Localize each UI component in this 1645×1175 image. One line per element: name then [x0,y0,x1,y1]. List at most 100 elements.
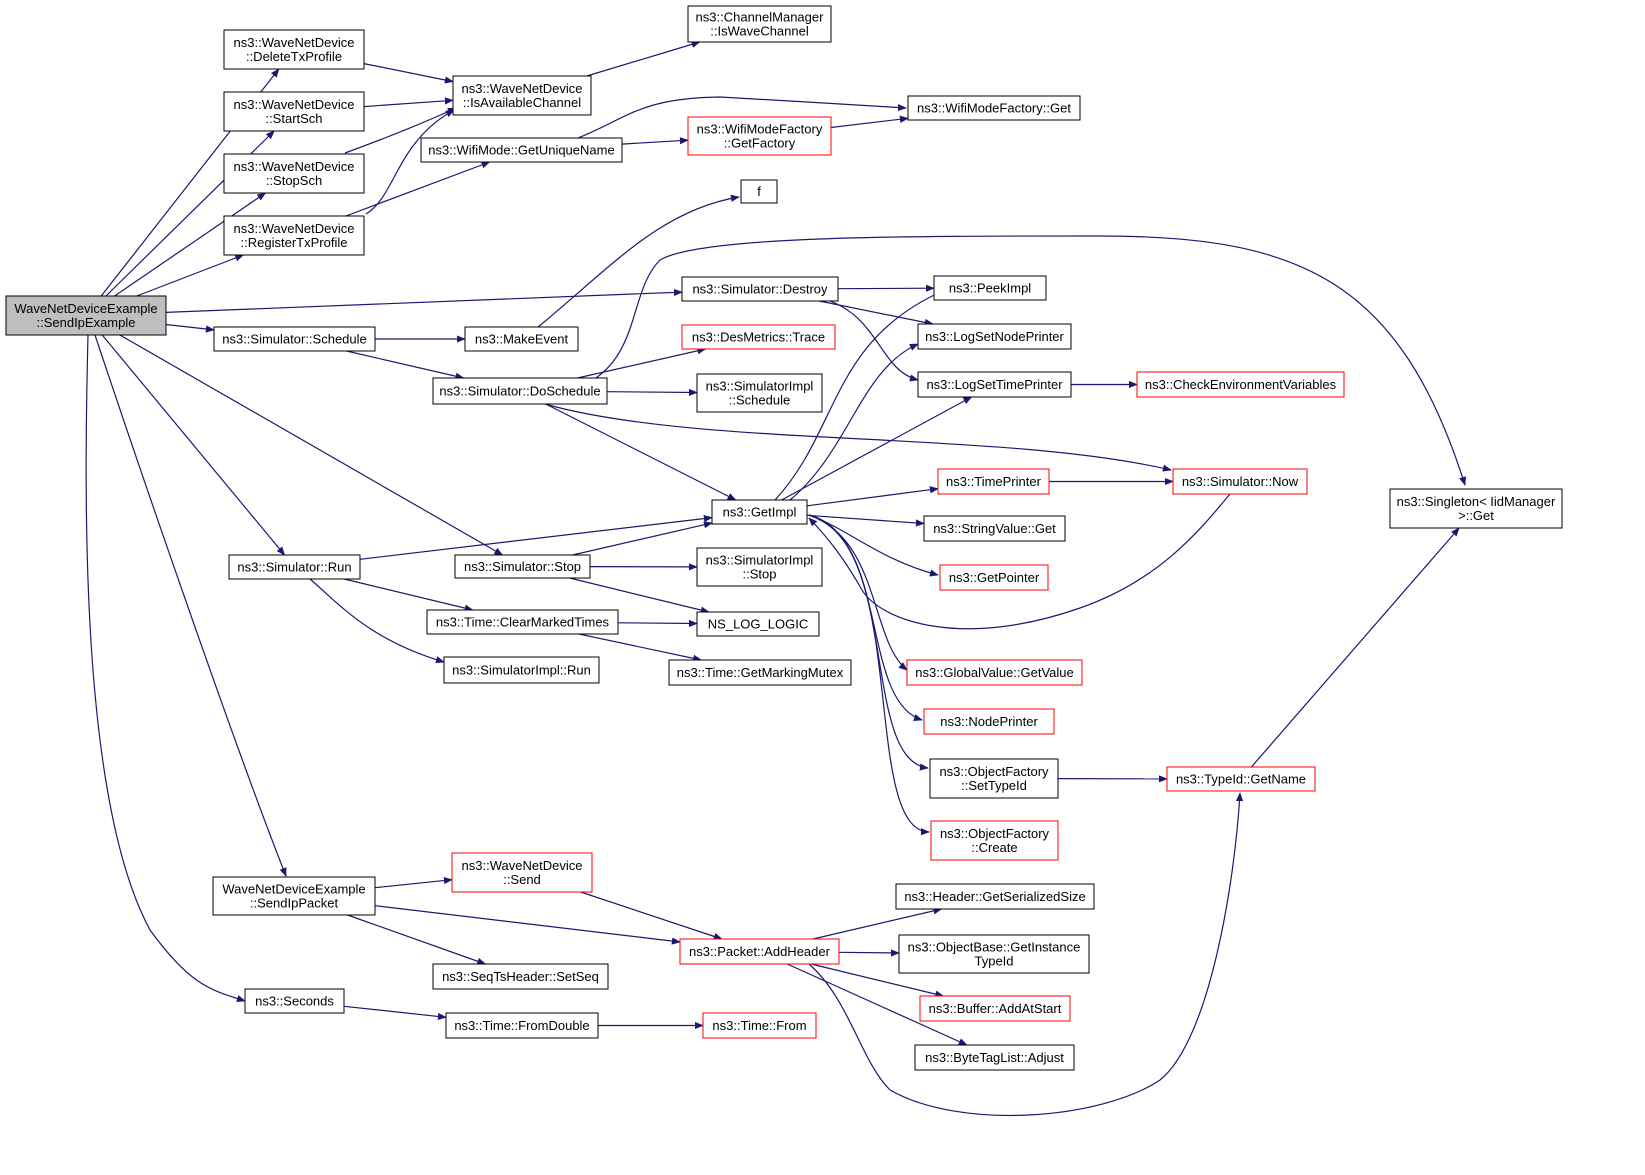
node-strGet[interactable]: ns3::StringValue::Get [923,515,1066,542]
node-f[interactable]: f [740,179,778,204]
node-label: ns3::WaveNetDevice [234,159,355,174]
node-checkEnv[interactable]: ns3::CheckEnvironmentVariables [1136,371,1345,398]
node-ofCreate[interactable]: ns3::ObjectFactory::Create [930,820,1059,861]
node-implSchedule[interactable]: ns3::SimulatorImpl::Schedule [696,373,823,413]
node-box [454,554,591,579]
node-label: ns3::Simulator::DoSchedule [439,384,600,399]
edge-simDestroy-to-logNode [819,300,934,326]
node-timeFrom[interactable]: ns3::Time::From [702,1012,817,1039]
edge-isAvail-to-chanMgr [586,40,701,77]
node-wmfGet[interactable]: ns3::WifiModeFactory::Get [907,95,1081,121]
node-btlAdjust[interactable]: ns3::ByteTagList::Adjust [914,1044,1075,1071]
edge-simNow-to-getImpl [808,493,1231,630]
node-implStop[interactable]: ns3::SimulatorImpl::Stop [696,547,823,587]
node-hdrSize[interactable]: ns3::Header::GetSerializedSize [895,883,1095,910]
node-box [679,938,840,965]
node-setSeq[interactable]: ns3::SeqTsHeader::SetSeq [432,963,609,990]
node-box [939,564,1049,591]
node-getPointer[interactable]: ns3::GetPointer [939,564,1049,591]
node-wmGetName[interactable]: ns3::WifiMode::GetUniqueName [420,137,623,163]
node-timePrinter[interactable]: ns3::TimePrinter [937,468,1050,495]
node-ofSetType[interactable]: ns3::ObjectFactory::SetTypeId [929,758,1059,799]
node-box [907,95,1081,121]
node-chanMgr[interactable]: ns3::ChannelManager::IsWaveChannel [687,5,832,43]
edge-doSchedule-to-desTrace [577,347,707,379]
node-typeGetName[interactable]: ns3::TypeId::GetName [1166,766,1316,792]
node-deleteTx[interactable]: ns3::WaveNetDevice::DeleteTxProfile [223,29,365,70]
node-markMutex[interactable]: ns3::Time::GetMarkingMutex [668,659,852,686]
node-label: ::Stop [743,567,777,582]
edge-addHeader-to-obGetInst [838,949,900,957]
edge-regTx-to-isAvail [365,109,455,215]
node-nsLog[interactable]: NS_LOG_LOGIC [696,611,820,637]
node-makeEvent[interactable]: ns3::MakeEvent [464,326,579,352]
node-simRun[interactable]: ns3::Simulator::Run [228,554,361,580]
node-getImpl[interactable]: ns3::GetImpl [711,499,808,525]
node-isAvail[interactable]: ns3::WaveNetDevice::IsAvailableChannel [452,75,592,116]
node-label: ::Schedule [729,393,790,408]
node-clearMarked[interactable]: ns3::Time::ClearMarkedTimes [426,609,619,635]
node-label: ns3::Simulator::Now [1182,474,1299,489]
node-logTime[interactable]: ns3::LogSetTimePrinter [917,371,1072,398]
edge-clearMarked-to-markMutex [578,633,703,662]
node-simNow[interactable]: ns3::Simulator::Now [1172,468,1308,495]
edge-seconds-to-fromDouble [343,1005,447,1021]
node-box [1136,371,1345,398]
node-stopSch[interactable]: ns3::WaveNetDevice::StopSch [223,153,365,194]
edge-deleteTx-to-isAvail [363,63,454,84]
edge-simDestroy-to-peekImpl [837,284,935,292]
node-label: ns3::SimulatorImpl::Run [452,663,591,678]
edge-simStop-to-getImpl [572,521,713,556]
node-seconds[interactable]: ns3::Seconds [244,988,345,1014]
node-label: ns3::LogSetNodePrinter [925,329,1064,344]
node-label: ns3::Simulator::Destroy [692,282,828,297]
node-label: ns3::ChannelManager [696,10,825,25]
node-label: TypeId [974,954,1013,969]
node-sendIpPacket[interactable]: WaveNetDeviceExample::SendIpPacket [212,876,376,916]
node-wndSend[interactable]: ns3::WaveNetDevice::Send [451,852,593,893]
edge-root-to-sendIpPacket [94,334,287,877]
node-simDestroy[interactable]: ns3::Simulator::Destroy [681,276,839,302]
node-root[interactable]: WaveNetDeviceExample::SendIpExample [5,295,167,336]
node-box [696,547,823,587]
edge-simRun-to-clearMarked [344,578,474,612]
node-nodePrinter[interactable]: ns3::NodePrinter [923,708,1055,735]
node-wmfFactory[interactable]: ns3::WifiModeFactory::GetFactory [687,116,832,156]
node-fromDouble[interactable]: ns3::Time::FromDouble [445,1012,599,1039]
node-box [426,609,619,635]
node-desTrace[interactable]: ns3::DesMetrics::Trace [681,324,836,350]
edge-clearMarked-to-nsLog [617,619,698,628]
node-simStop[interactable]: ns3::Simulator::Stop [454,554,591,579]
node-label: ns3::Simulator::Run [237,560,351,575]
edge-wmGetName-to-wmfFactory [621,137,689,145]
node-label: ns3::WaveNetDevice [234,221,355,236]
node-box [696,373,823,413]
node-label: ::RegisterTxProfile [241,235,348,250]
node-box [223,153,365,194]
node-peekImpl[interactable]: ns3::PeekImpl [933,275,1047,301]
node-label: ns3::TypeId::GetName [1176,772,1306,787]
node-doSchedule[interactable]: ns3::Simulator::DoSchedule [432,377,608,405]
node-implRun[interactable]: ns3::SimulatorImpl::Run [443,656,600,684]
node-logNode[interactable]: ns3::LogSetNodePrinter [917,323,1072,350]
node-simSchedule[interactable]: ns3::Simulator::Schedule [213,326,376,352]
node-label: ::StopSch [266,173,322,188]
node-regTx[interactable]: ns3::WaveNetDevice::RegisterTxProfile [223,215,365,256]
node-box [223,215,365,256]
node-startSch[interactable]: ns3::WaveNetDevice::StartSch [223,91,365,132]
node-singleton[interactable]: ns3::Singleton< IidManager>::Get [1389,488,1563,529]
node-label: ns3::WaveNetDevice [462,81,583,96]
node-label: ns3::Time::FromDouble [454,1018,589,1033]
node-box [432,963,609,990]
node-bufAdd[interactable]: ns3::Buffer::AddAtStart [919,995,1071,1022]
node-addHeader[interactable]: ns3::Packet::AddHeader [679,938,840,965]
node-gvGet[interactable]: ns3::GlobalValue::GetValue [906,659,1083,686]
node-label: ns3::WaveNetDevice [234,35,355,50]
node-box [443,656,600,684]
node-label: ns3::WifiMode::GetUniqueName [428,143,614,158]
node-label: ns3::Header::GetSerializedSize [904,889,1085,904]
edge-regTx-to-wmGetName [345,161,491,217]
edge-simRun-to-implRun [309,578,445,664]
node-box [1389,488,1563,529]
